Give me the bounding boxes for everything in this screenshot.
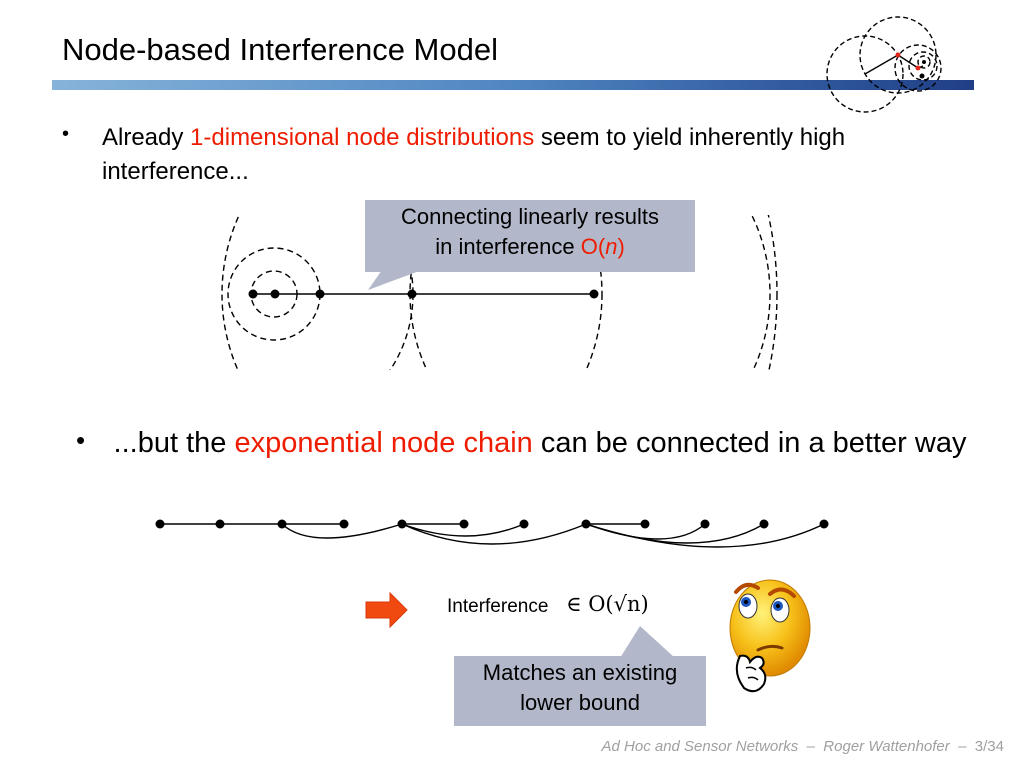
highlight-text: exponential node chain — [234, 427, 533, 459]
chain-edge — [585, 523, 825, 548]
chain-node — [155, 519, 165, 529]
chain-node — [215, 519, 225, 529]
chain-edge — [585, 523, 765, 544]
chain-node — [339, 519, 349, 529]
chain-node — [640, 519, 650, 529]
chain-edge — [401, 523, 525, 537]
page-number: 3/34 — [974, 738, 1004, 755]
title-bar — [52, 80, 974, 90]
chain-node — [700, 519, 710, 529]
chain-edge — [281, 523, 403, 539]
chain-node — [270, 289, 280, 299]
chain-node — [459, 519, 469, 529]
chain-node — [819, 519, 829, 529]
callout-linear-interference: Connecting linearly results in interfere… — [365, 200, 695, 272]
callout-pointer — [368, 270, 422, 290]
chain-node — [589, 289, 599, 299]
chain-node — [519, 519, 529, 529]
chain-node — [248, 289, 258, 299]
exponential-chain-diagram — [155, 519, 829, 548]
highlight-text: 1-dimensional node distributions — [190, 124, 535, 151]
chain-node — [315, 289, 325, 299]
thinking-smiley-icon — [729, 579, 811, 693]
callout-pointer — [620, 626, 675, 658]
chain-edge — [401, 523, 587, 545]
right-arrow-icon — [365, 591, 408, 629]
overlapping-circles-icon — [826, 16, 942, 113]
chain-node — [277, 519, 287, 529]
chain-node — [397, 519, 407, 529]
interference-circle — [221, 215, 603, 370]
chain-node — [407, 289, 417, 299]
interference-circle — [767, 215, 778, 370]
bullet-text-1: Already 1-dimensional node distributions… — [102, 124, 846, 185]
chain-node — [759, 519, 769, 529]
callout-lower-bound: Matches an existing lower bound — [454, 656, 706, 726]
bullet-marker: • — [62, 123, 70, 145]
interference-label: Interference — [447, 596, 549, 617]
bullet-marker: • — [76, 425, 86, 455]
chain-node — [581, 519, 591, 529]
linear-chain-diagram — [221, 215, 778, 370]
bullet-text-2: ...but the exponential node chain can be… — [113, 427, 967, 459]
interference-formula: ∈ O(√n) — [566, 592, 649, 616]
slide-title: Node-based Interference Model — [62, 32, 498, 67]
footer: Ad Hoc and Sensor Networks – Roger Watte… — [601, 738, 1005, 755]
